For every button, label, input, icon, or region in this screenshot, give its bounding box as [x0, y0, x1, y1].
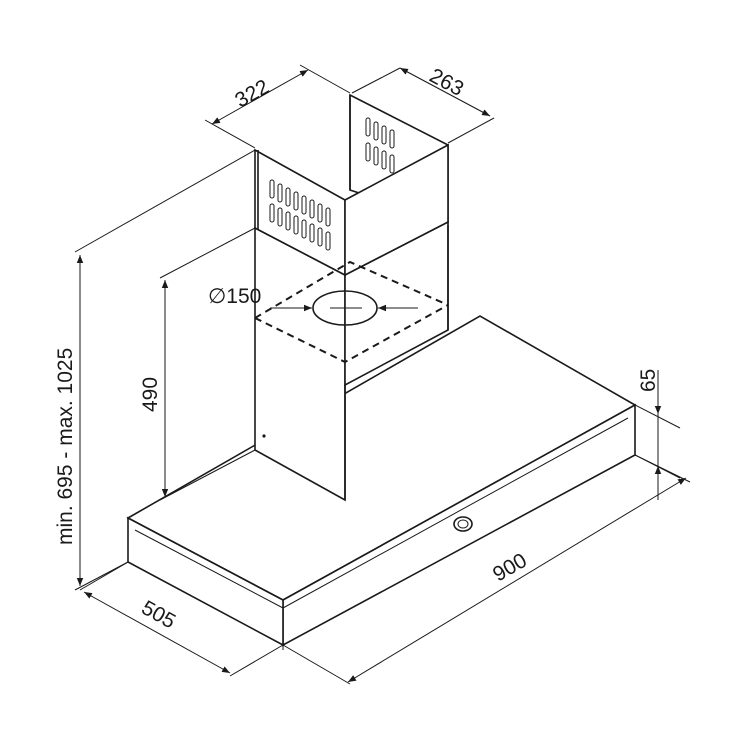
dim-150: ∅150 [208, 285, 261, 308]
dim-900: 900 [489, 549, 531, 586]
dim-total-height: min. 695 - max. 1025 [54, 348, 77, 545]
dim-505: 505 [138, 596, 180, 633]
dim-65: 65 [637, 369, 660, 392]
dimension-lines [74, 64, 691, 685]
dim-322: 322 [231, 75, 273, 112]
duct-outline [254, 260, 449, 364]
dim-263: 263 [426, 64, 468, 101]
dim-490: 490 [139, 377, 162, 412]
vent-slots [269, 117, 395, 251]
upper-chimney [254, 93, 449, 277]
